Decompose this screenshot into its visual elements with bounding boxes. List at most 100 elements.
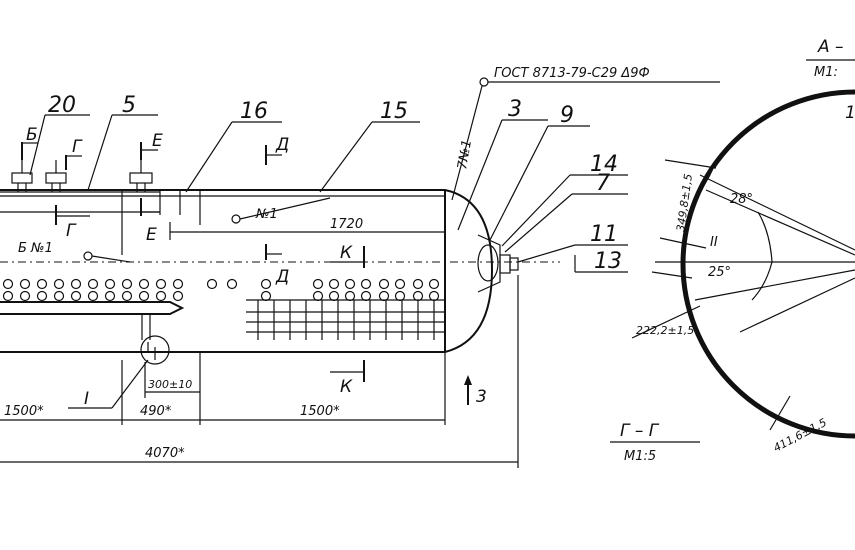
cut-mark-G-top (65, 155, 82, 170)
tube-hole (36, 290, 48, 302)
section-A-title: А – (817, 37, 844, 57)
cut-mark-D-mid (265, 244, 282, 260)
section-letter-K-bottom: К (340, 377, 353, 397)
callout-16: 16 (240, 99, 268, 124)
tube-hole (378, 290, 390, 302)
cut-mark-E-bottom (140, 198, 160, 216)
nozzle-3 (129, 160, 153, 192)
section-A-ring (680, 89, 855, 439)
section-G-scale: М1:5 (624, 449, 656, 464)
tube-hole (19, 278, 31, 290)
tube-hole (36, 278, 48, 290)
tube-hole (206, 278, 218, 290)
top-branch-pipe (0, 190, 181, 215)
inner-rod (0, 301, 185, 340)
angle-25: 25° (708, 265, 731, 280)
tube-hole (360, 290, 372, 302)
callout-13: 13 (594, 249, 622, 274)
tube-hole (312, 278, 324, 290)
tube-hole (394, 278, 406, 290)
tube-grid (246, 299, 445, 340)
section-letter-K-top: К (340, 243, 353, 263)
arc-dim-left: 222,2±1,5 (636, 324, 694, 337)
nozzle-1 (11, 160, 33, 192)
section-letter-D-top: Д (275, 135, 289, 155)
cut-mark-K-bottom (330, 360, 365, 382)
tube-hole (2, 278, 14, 290)
tube-hole (70, 290, 82, 302)
callout-20: 20 (48, 93, 76, 118)
tube-hole (428, 290, 440, 302)
tube-hole (428, 278, 440, 290)
callout-3: 3 (508, 97, 522, 122)
cut-mark-G-bottom (55, 205, 90, 225)
tube-hole (394, 290, 406, 302)
tube-holes (2, 278, 440, 302)
weld-mark-left: Б №1 (18, 241, 53, 256)
tube-hole (172, 290, 184, 302)
section-G-title: Г – Г (620, 421, 660, 441)
detail-I-label: I (84, 389, 89, 409)
tube-hole (155, 278, 167, 290)
end-flange-assembly (477, 234, 519, 293)
corner-digit: 1 (845, 103, 855, 123)
dim-1500-left: 1500* (4, 404, 44, 419)
section-letter-G-bottom: Г (66, 221, 77, 241)
weld-mark-top: №1 (255, 207, 278, 222)
dim-1720: 1720 (330, 217, 363, 232)
tube-hole (2, 290, 14, 302)
callout-11: 11 (590, 222, 618, 247)
section-letter-D-mid: Д (275, 267, 289, 287)
tube-hole (138, 290, 150, 302)
cut-mark-K-top (330, 246, 365, 268)
tube-hole (172, 278, 184, 290)
dim-300: 300±10 (148, 378, 192, 391)
section-letter-E-top: Е (152, 131, 163, 151)
tube-hole (121, 290, 133, 302)
gost-note: ГОСТ 8713-79-С29 Δ9Ф (494, 66, 650, 81)
section-A-scale: М1: (814, 65, 838, 80)
leader-lines (29, 77, 720, 409)
tube-hole (260, 278, 272, 290)
tube-hole (87, 278, 99, 290)
callout-7: 7 (596, 171, 610, 196)
tube-hole (412, 278, 424, 290)
weld-ref-label: 7№1 (455, 138, 475, 170)
tube-hole (328, 290, 340, 302)
tube-hole (121, 278, 133, 290)
flow-digit: 3 (476, 387, 487, 407)
tube-hole (19, 290, 31, 302)
vessel-body (0, 189, 494, 353)
cut-mark-E-top (140, 142, 158, 160)
dim-4070: 4070* (145, 446, 185, 461)
section-letter-E-bottom: Е (146, 225, 157, 245)
detail-II-label: II (710, 235, 718, 250)
callout-15: 15 (380, 99, 408, 124)
tube-hole (104, 290, 116, 302)
tube-hole (360, 278, 372, 290)
tube-hole (412, 290, 424, 302)
section-letter-G-top: Г (72, 137, 83, 157)
callout-14: 14 (590, 152, 618, 177)
cut-mark-B-top (21, 142, 38, 160)
tube-hole (344, 290, 356, 302)
tube-hole (70, 278, 82, 290)
arc-dim-bottom: 411,6±1,5 (771, 416, 828, 455)
tube-hole (328, 278, 340, 290)
detail-I-circle (140, 335, 170, 365)
section-A-construction (631, 159, 855, 431)
tube-hole (87, 290, 99, 302)
callout-5: 5 (122, 93, 136, 118)
tube-hole (155, 290, 167, 302)
angle-28: 28° (730, 192, 753, 207)
callout-9: 9 (560, 103, 574, 128)
tube-hole (260, 290, 272, 302)
section-letter-B-top: Б (26, 125, 38, 145)
dimension-lines (0, 222, 519, 468)
tube-hole (226, 278, 238, 290)
tube-hole (53, 290, 65, 302)
tube-hole (53, 278, 65, 290)
tube-hole (104, 278, 116, 290)
dim-1500-right: 1500* (300, 404, 340, 419)
